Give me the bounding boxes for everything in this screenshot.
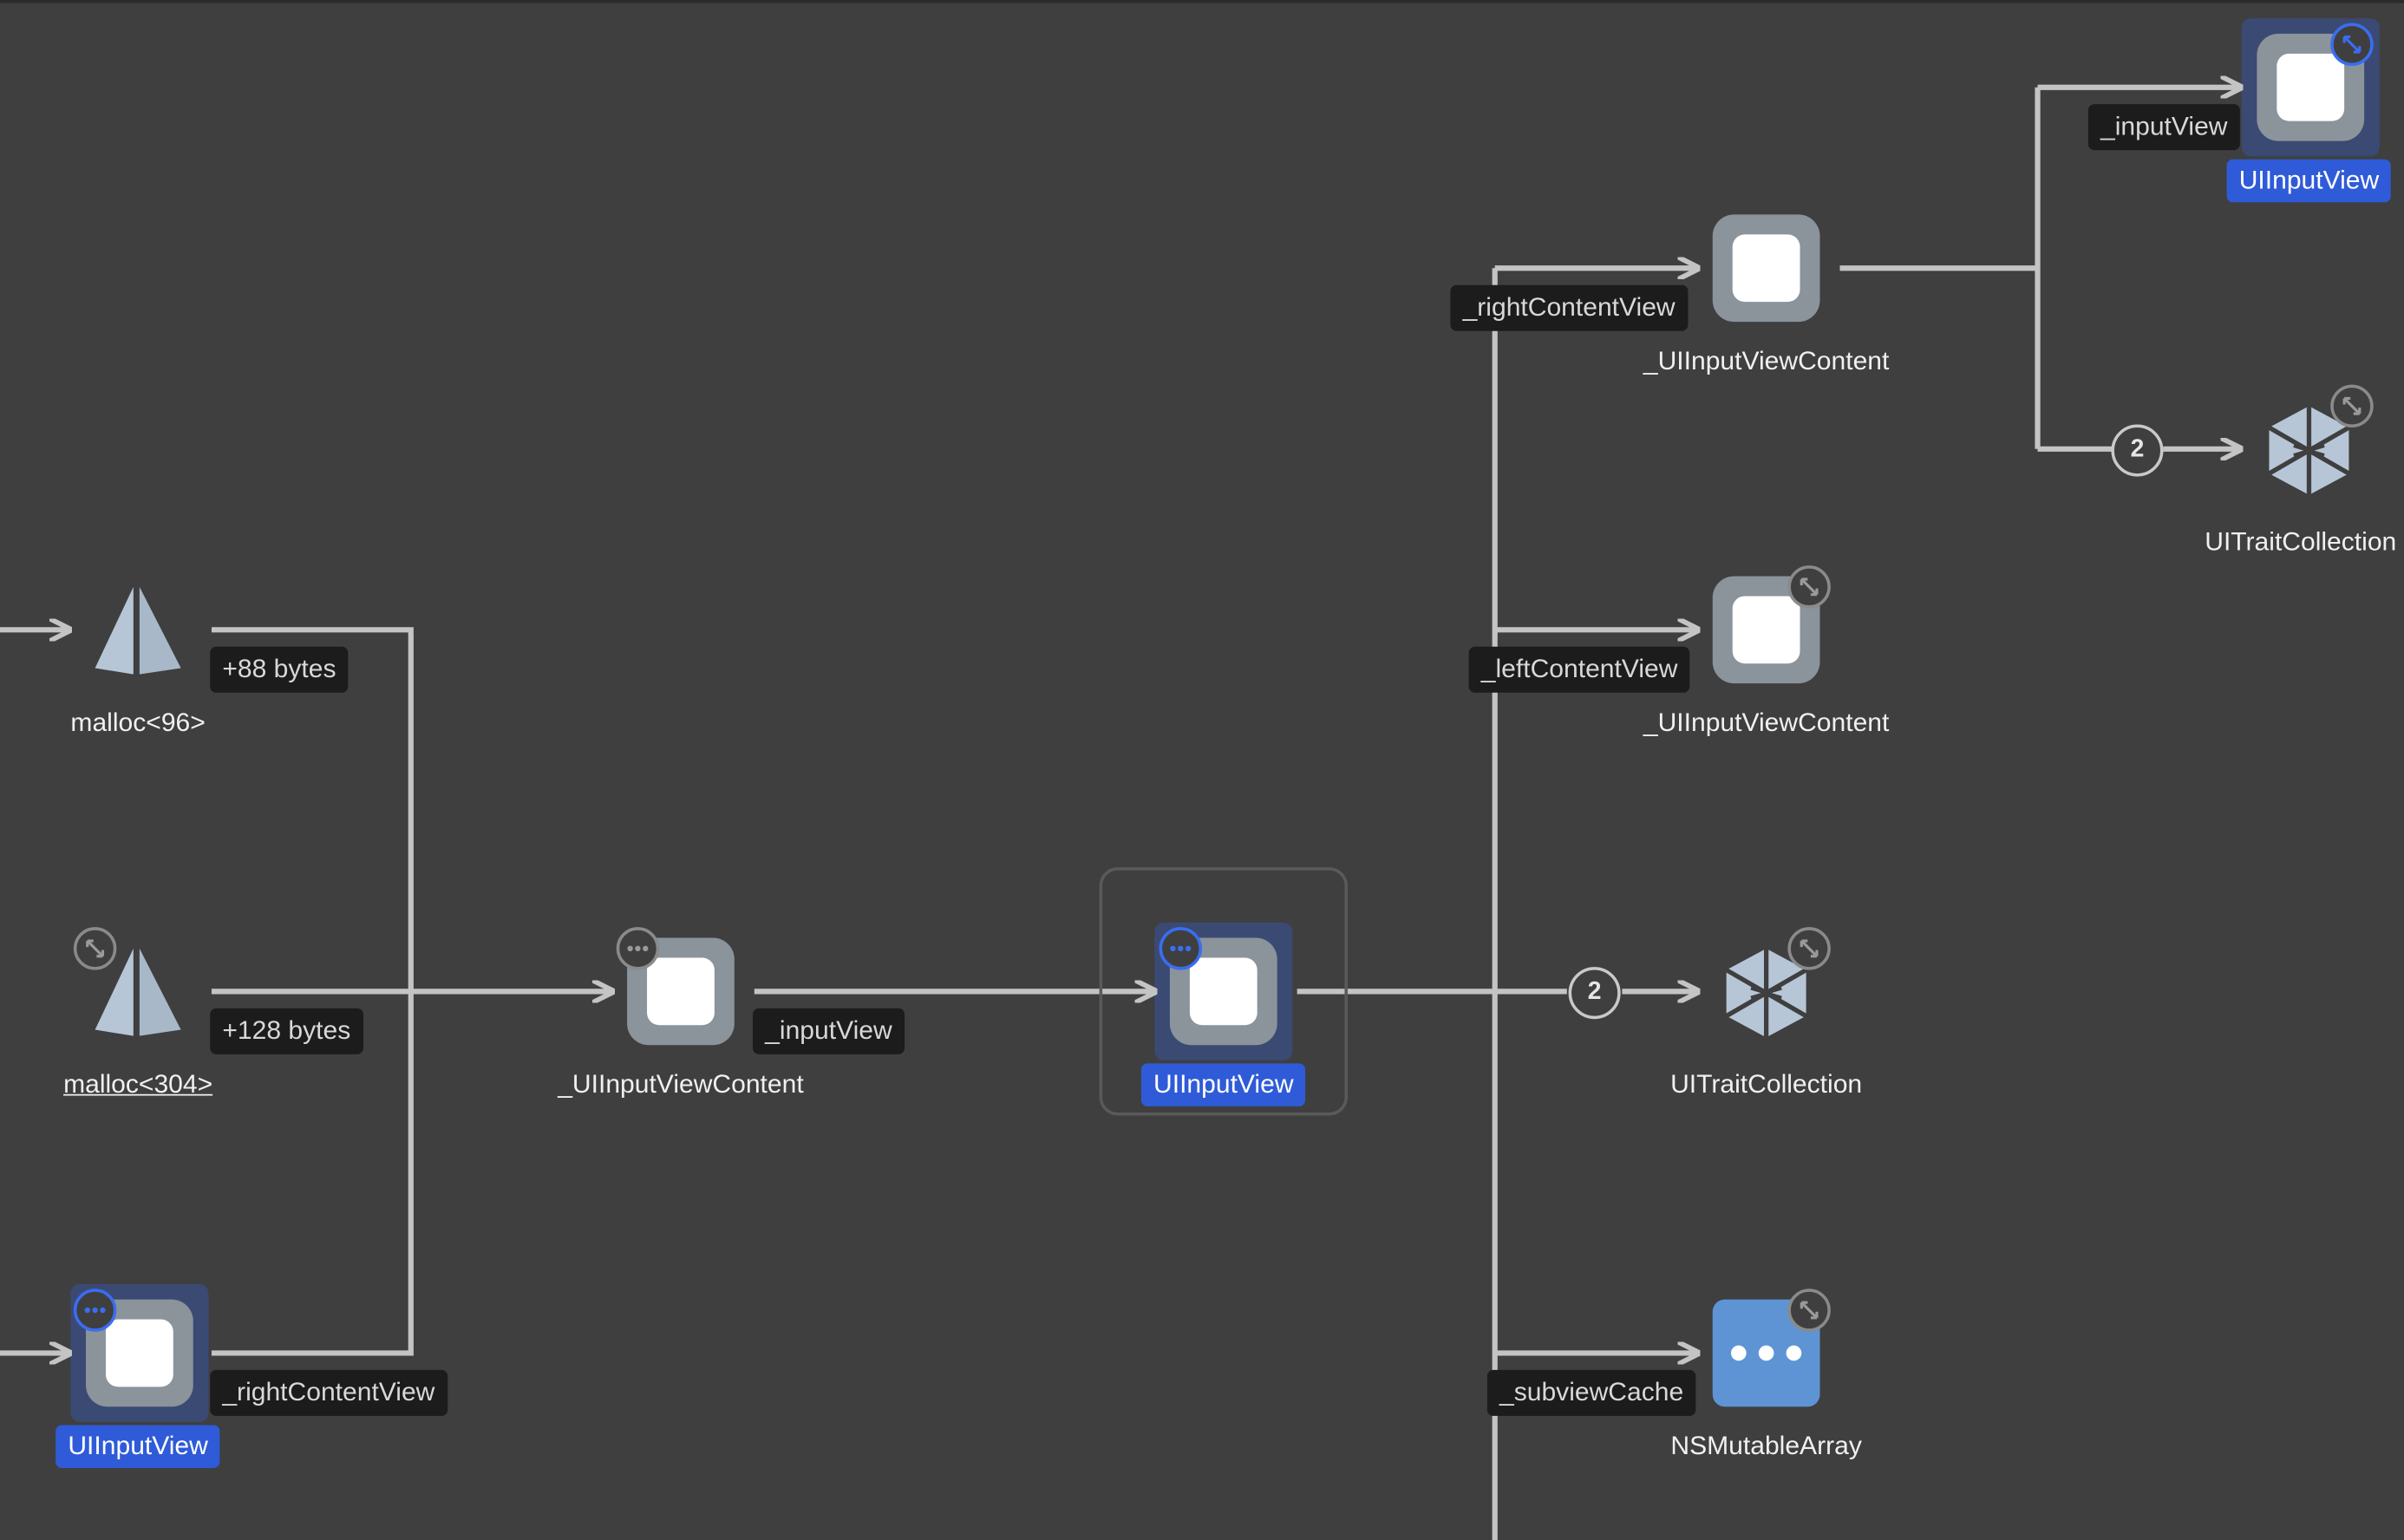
top-divider (0, 0, 2404, 3)
uiinputview-node-icon[interactable] (70, 1283, 209, 1422)
node-uiinputview-focus-label[interactable]: UIInputView (1140, 1063, 1306, 1106)
more-icon[interactable] (1159, 927, 1203, 970)
expand-icon[interactable] (1787, 565, 1831, 609)
expand-icon[interactable] (1787, 927, 1831, 970)
malloc-block-icon[interactable] (92, 947, 187, 1039)
expand-icon[interactable] (73, 927, 117, 970)
focused-node-frame (1099, 867, 1348, 1116)
node-trait-top-label[interactable]: UITraitCollection (2205, 526, 2397, 557)
edge-label-left-content-view: _leftContentView (1468, 646, 1690, 693)
node-trait-center-label[interactable]: UITraitCollection (1670, 1069, 1863, 1100)
node-content-center-label[interactable]: _UIInputViewContent (558, 1069, 804, 1100)
malloc-block-icon[interactable] (92, 585, 187, 677)
edge-label-input-view-top: _inputView (2087, 104, 2240, 151)
edge-label-right-content-view-left: _rightContentView (210, 1369, 447, 1416)
more-icon[interactable] (616, 927, 660, 970)
node-malloc-304-label[interactable]: malloc<304> (63, 1069, 213, 1100)
trait-collection-icon[interactable] (2263, 403, 2355, 499)
expand-icon[interactable] (2330, 23, 2374, 66)
edge-label-input-view: _inputView (753, 1008, 905, 1054)
reference-count-badge: 2 (2111, 424, 2164, 477)
node-mutable-array-label[interactable]: NSMutableArray (1670, 1431, 1862, 1461)
edge-label-right-content-view: _rightContentView (1450, 284, 1688, 331)
expand-icon[interactable] (1787, 1289, 1831, 1332)
expand-icon[interactable] (2330, 384, 2374, 428)
edge-label-128-bytes: +128 bytes (210, 1008, 363, 1054)
edge-label-subview-cache: _subviewCache (1486, 1369, 1696, 1416)
node-content-right-top-label[interactable]: _UIInputViewContent (1643, 346, 1890, 375)
view-instance-icon[interactable] (1154, 922, 1293, 1060)
node-uiinputview-top-label[interactable]: UIInputView (2226, 159, 2392, 203)
reference-count-badge: 2 (1568, 967, 1621, 1020)
edge-label-88-bytes: +88 bytes (210, 646, 349, 693)
trait-collection-icon[interactable] (1721, 945, 1813, 1041)
node-uiinputview-left-label[interactable]: UIInputView (56, 1425, 221, 1468)
view-instance-icon[interactable] (1712, 214, 1820, 323)
node-malloc-96-label[interactable]: malloc<96> (70, 708, 206, 738)
more-icon[interactable] (73, 1289, 117, 1332)
node-content-right-mid-label[interactable]: _UIInputViewContent (1643, 708, 1890, 738)
